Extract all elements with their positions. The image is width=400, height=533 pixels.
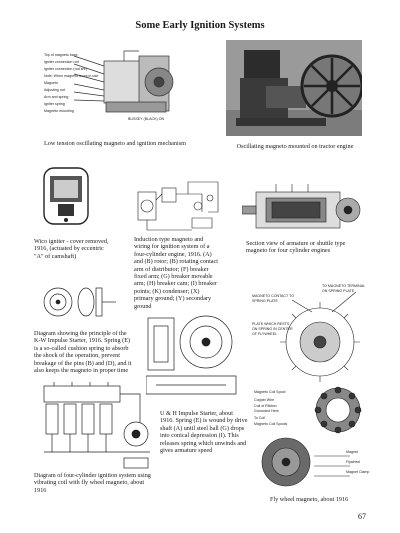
magneto-mechanism-illustration: Top of magneto base Igniter connection r… — [44, 46, 184, 126]
fig8-label: SPRING PLATE — [252, 299, 278, 303]
fig1-caption: Low tension oscillating magneto and igni… — [44, 140, 186, 147]
kw-impulse-starter-diagram — [40, 282, 118, 322]
fig8-label: ON SPRING IN CENTER — [252, 327, 293, 331]
induction-magneto-wiring-diagram — [132, 172, 222, 234]
fig1-label: Top of magneto base — [44, 53, 78, 57]
uh-impulse-starter-diagram — [146, 312, 238, 400]
fig1-label: Igniter spring — [44, 102, 65, 106]
tractor-engine-photo — [226, 40, 362, 136]
fig10-label: Magneto Coil Spools — [254, 422, 288, 426]
fig2-caption: Oscillating magneto mounted on tractor e… — [236, 143, 354, 150]
fig9-caption: Diagram of four-cylinder ignition system… — [34, 472, 151, 494]
page-title: Some Early Ignition Systems — [135, 20, 265, 31]
fig4-caption: Induction type magneto and wiring for ig… — [134, 236, 219, 310]
fig10-label: Magnet — [346, 450, 358, 454]
fig1-label: Igniter connection rod — [44, 60, 79, 64]
fig1-label: Arm and spring — [44, 95, 69, 99]
fig8-label: OF FLYWHEEL — [252, 332, 278, 336]
fig8-label: MAGNETO CONTACT TO — [252, 294, 294, 298]
page-number: 67 — [358, 512, 366, 521]
fig8-top-label: TO MAGNETO TERMINAL — [322, 284, 366, 288]
fig1-label: Note: When magneto is not in use — [44, 74, 99, 78]
fig5-caption: Section view of armature or shuttle type… — [246, 240, 346, 255]
four-cylinder-ignition-diagram — [40, 382, 160, 470]
armature-magneto-section-view — [242, 182, 364, 238]
fig1-label: BUSSEY (BLACK) ON — [128, 117, 165, 121]
fig8-top-label: ON SPRING PLATE — [322, 289, 355, 293]
fig1-label: Magneto mounting — [44, 109, 74, 113]
fig10-label: Coil of Ribbon — [254, 404, 277, 408]
fig8-label: PLATE WHICH RESTS — [252, 322, 290, 326]
fig1-label: Magneto — [44, 81, 58, 85]
fig10-caption: Fly wheel magneto, about 1916 — [270, 496, 349, 503]
fig10-label: Magneto Coil Spool — [254, 390, 286, 394]
fig1-label: Adjusting nut — [44, 88, 65, 92]
flywheel-magneto-illustration: Magneto Coil Spool Copper Wire Coil of R… — [250, 384, 372, 490]
fig10-label: Grounded Here — [254, 409, 279, 413]
fig6-caption: Diagram showing the principle of the K-W… — [34, 330, 132, 375]
fig1-label: Igniter connection (rod shr) — [44, 67, 87, 71]
wico-igniter-illustration — [40, 166, 92, 226]
fig10-label: Copper Wire — [254, 398, 275, 402]
fig7-caption: U & H Impulse Starter, about 1916. Sprin… — [160, 410, 248, 455]
flywheel-contact-diagram: TO MAGNETO TERMINAL ON SPRING PLATE MAGN… — [252, 282, 372, 382]
fig10-label: Flywheel — [346, 460, 361, 464]
fig3-caption: Wico igniter - cover removed, 1916, (act… — [34, 238, 109, 260]
fig10-label: To Coil — [254, 416, 265, 420]
fig10-label: Magnet Clamp — [346, 470, 370, 474]
